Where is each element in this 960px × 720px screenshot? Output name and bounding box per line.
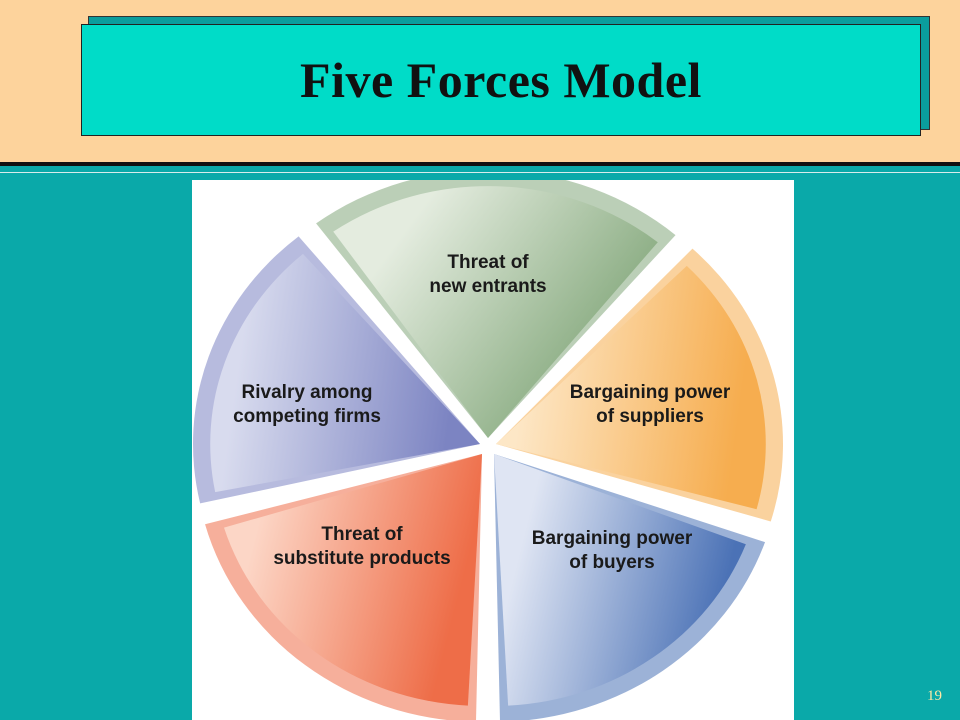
- title-box: Five Forces Model: [81, 24, 921, 136]
- header-divider: [0, 162, 960, 166]
- segment-face-suppliers: [496, 265, 766, 510]
- segment-face-substitutes: [224, 454, 482, 706]
- page-title: Five Forces Model: [300, 52, 702, 108]
- segment-face-buyers: [494, 454, 746, 706]
- segment-face-rivalry: [210, 253, 480, 493]
- segment-face-new-entrants: [333, 186, 658, 438]
- header-divider-thin: [0, 172, 960, 173]
- slide-number: 19: [927, 688, 942, 704]
